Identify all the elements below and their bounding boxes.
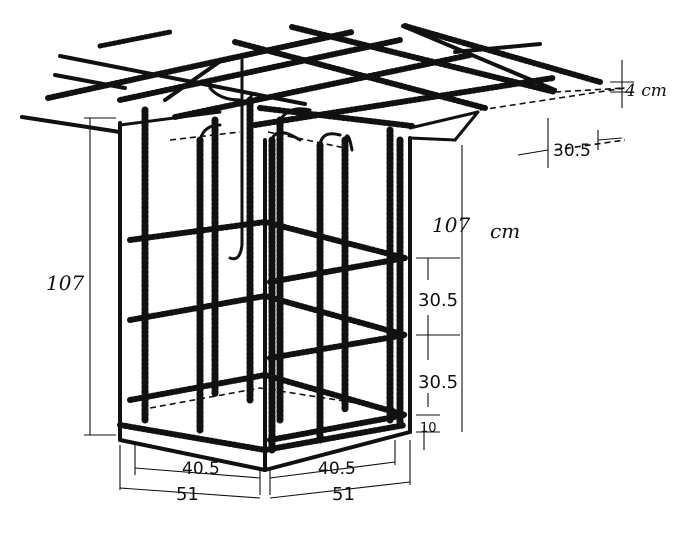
label-outer-width-left: 51 [176, 484, 199, 505]
label-mesh-spacing: 30.5 [553, 141, 591, 161]
label-bottom-cover: 10 [420, 421, 437, 436]
label-height-unit: cm [490, 219, 520, 243]
slab-mesh [20, 23, 626, 151]
label-outer-width-right: 51 [332, 484, 355, 505]
label-tie-spacing-upper: 30.5 [418, 290, 458, 311]
label-height-right: 107 [432, 213, 470, 237]
label-height-left: 107 [46, 271, 84, 295]
label-mesh-cover: 4 cm [624, 81, 667, 101]
ties [117, 219, 408, 453]
label-tie-spacing-lower: 30.5 [418, 372, 458, 393]
dimension-lines [84, 60, 634, 499]
label-cage-width-left: 40.5 [182, 459, 220, 479]
label-cage-width-right: 40.5 [318, 459, 356, 479]
